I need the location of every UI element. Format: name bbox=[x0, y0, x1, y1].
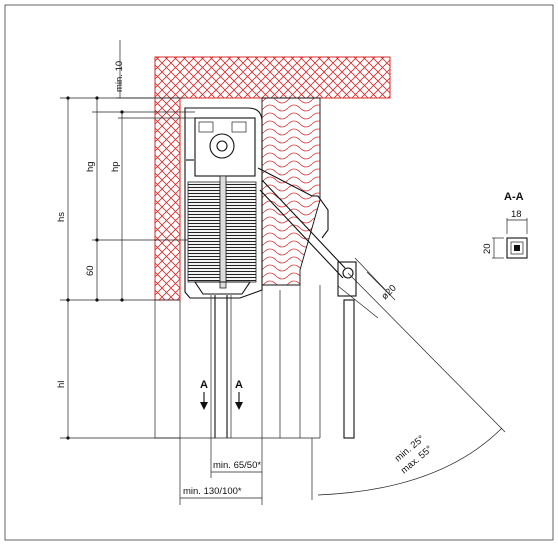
hg-label: hg bbox=[85, 161, 96, 172]
section-a-right-label: A bbox=[235, 379, 243, 391]
section-detail bbox=[492, 218, 528, 259]
wood-frame bbox=[261, 97, 321, 286]
hp-label: hp bbox=[110, 161, 121, 172]
hs-label: hs bbox=[56, 212, 67, 222]
min10-dimension bbox=[116, 40, 180, 99]
section-markers bbox=[200, 392, 243, 410]
screen-coil bbox=[187, 175, 257, 295]
angle-arc bbox=[317, 427, 503, 496]
frame-border bbox=[4, 4, 554, 541]
section-title-label: A-A bbox=[504, 191, 524, 203]
diameter-marker bbox=[337, 257, 396, 319]
width-18-label: 18 bbox=[511, 209, 522, 220]
left-dimensions bbox=[60, 96, 195, 440]
guide-rail bbox=[210, 295, 232, 438]
height-20-label: 20 bbox=[482, 243, 493, 254]
section-a-left-label: A bbox=[200, 379, 208, 391]
hl-label: hl bbox=[56, 381, 67, 388]
wall-lines bbox=[154, 285, 321, 439]
cassette-housing bbox=[184, 107, 263, 299]
arm-assembly bbox=[257, 167, 357, 439]
min-130-label: min. 130/100* bbox=[183, 486, 242, 497]
dim-60-label: 60 bbox=[85, 265, 96, 276]
min10-label: min. 10 bbox=[114, 61, 125, 92]
diameter-20-label: ø20 bbox=[379, 283, 398, 302]
angle-extension-line bbox=[347, 272, 506, 433]
bottom-dimensions bbox=[179, 438, 263, 505]
min-65-label: min. 65/50* bbox=[213, 460, 261, 471]
